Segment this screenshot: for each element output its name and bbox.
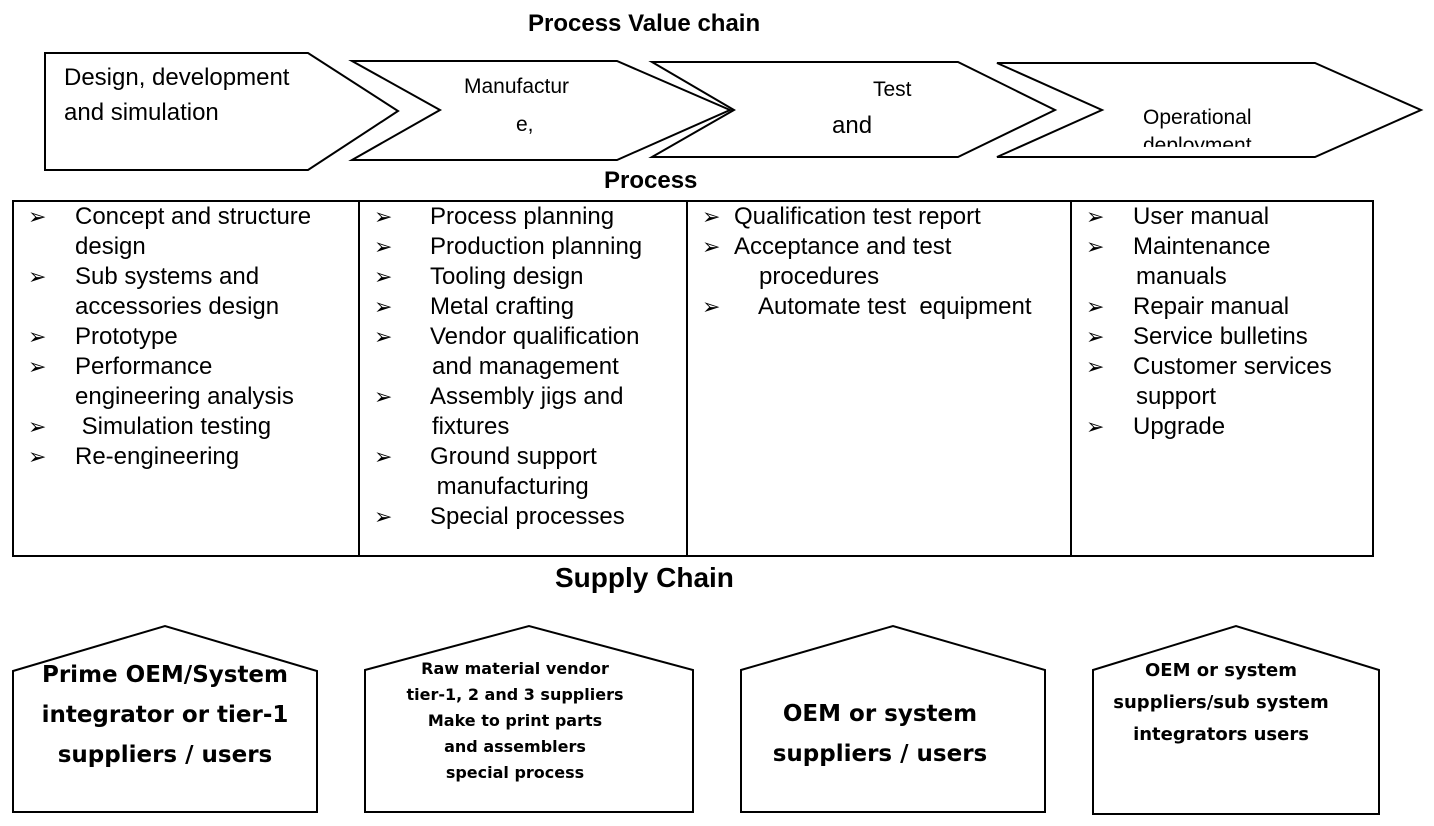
value-chain-title: Process Value chain bbox=[528, 10, 761, 37]
bullet-icon: ➢ bbox=[374, 324, 393, 349]
chevron-test-text: Test and bbox=[832, 78, 912, 139]
process-column-test: ➢ Qualification test report ➢ Acceptance… bbox=[686, 202, 1070, 555]
bullet-icon: ➢ bbox=[28, 204, 47, 229]
bullet-icon: ➢ bbox=[702, 294, 721, 319]
list-item: Repair manual bbox=[1133, 293, 1290, 320]
list-item: Automate test equipment bbox=[758, 293, 1032, 320]
list-item: Qualification test report bbox=[734, 203, 981, 230]
bullet-icon: ➢ bbox=[1086, 414, 1105, 439]
chevron-operational-shape bbox=[996, 62, 1424, 158]
bullet-icon: ➢ bbox=[374, 204, 393, 229]
bullet-icon: ➢ bbox=[702, 204, 721, 229]
list-item: Production planning bbox=[430, 233, 643, 260]
bullet-icon: ➢ bbox=[1086, 234, 1105, 259]
value-chain-arrows bbox=[44, 52, 1424, 171]
bullet-icon: ➢ bbox=[28, 324, 47, 349]
bullet-icon: ➢ bbox=[702, 234, 721, 259]
bullet-icon: ➢ bbox=[374, 504, 393, 529]
chevron-design-shape bbox=[44, 52, 400, 171]
list-item: Tooling design bbox=[430, 263, 584, 290]
list-item: Metal crafting bbox=[430, 293, 575, 320]
process-column-manufacture: ➢ Process planning ➢ Production planning… bbox=[358, 202, 686, 555]
bullet-icon: ➢ bbox=[1086, 204, 1105, 229]
supply-chain-title: Supply Chain bbox=[555, 562, 734, 593]
bullet-icon: ➢ bbox=[374, 294, 393, 319]
list-item: Ground support manufacturing bbox=[430, 443, 597, 500]
list-item: Service bulletins bbox=[1133, 323, 1308, 350]
list-item: Simulation testing bbox=[75, 413, 272, 440]
bullet-icon: ➢ bbox=[28, 444, 47, 469]
house-prime-oem-text: Prime OEM/System integrator or tier-1 su… bbox=[41, 662, 289, 768]
bullet-icon: ➢ bbox=[1086, 354, 1105, 379]
list-item: Special processes bbox=[430, 503, 625, 530]
house-raw-material-text: Raw material vendor tier-1, 2 and 3 supp… bbox=[406, 659, 624, 782]
bullet-icon: ➢ bbox=[28, 414, 47, 439]
bullet-icon: ➢ bbox=[374, 234, 393, 259]
process-title: Process bbox=[604, 167, 698, 194]
list-item: Upgrade bbox=[1133, 413, 1226, 440]
chevron-manufacture-shape bbox=[348, 60, 733, 161]
bullet-icon: ➢ bbox=[1086, 294, 1105, 319]
list-item: Re-engineering bbox=[75, 443, 240, 470]
bullet-icon: ➢ bbox=[374, 264, 393, 289]
chevron-design-text: Design, development and simulation bbox=[64, 64, 290, 126]
house-oem-subsystem-text: OEM or system suppliers/sub system integ… bbox=[1113, 660, 1329, 745]
bullet-icon: ➢ bbox=[28, 264, 47, 289]
chevron-test-shape bbox=[648, 61, 1058, 158]
bullet-icon: ➢ bbox=[374, 384, 393, 409]
bullet-icon: ➢ bbox=[374, 444, 393, 469]
list-item: Prototype bbox=[75, 323, 178, 350]
house-oem-suppliers-text: OEM or system suppliers / users bbox=[772, 701, 988, 767]
chevron-manufacture-text: Manufactur e, bbox=[464, 75, 570, 136]
chevron-operational-text: Operational deployment bbox=[1143, 106, 1252, 147]
bullet-icon: ➢ bbox=[28, 354, 47, 379]
bullet-icon: ➢ bbox=[1086, 324, 1105, 349]
list-item: User manual bbox=[1133, 203, 1270, 230]
list-item: Process planning bbox=[430, 203, 615, 230]
